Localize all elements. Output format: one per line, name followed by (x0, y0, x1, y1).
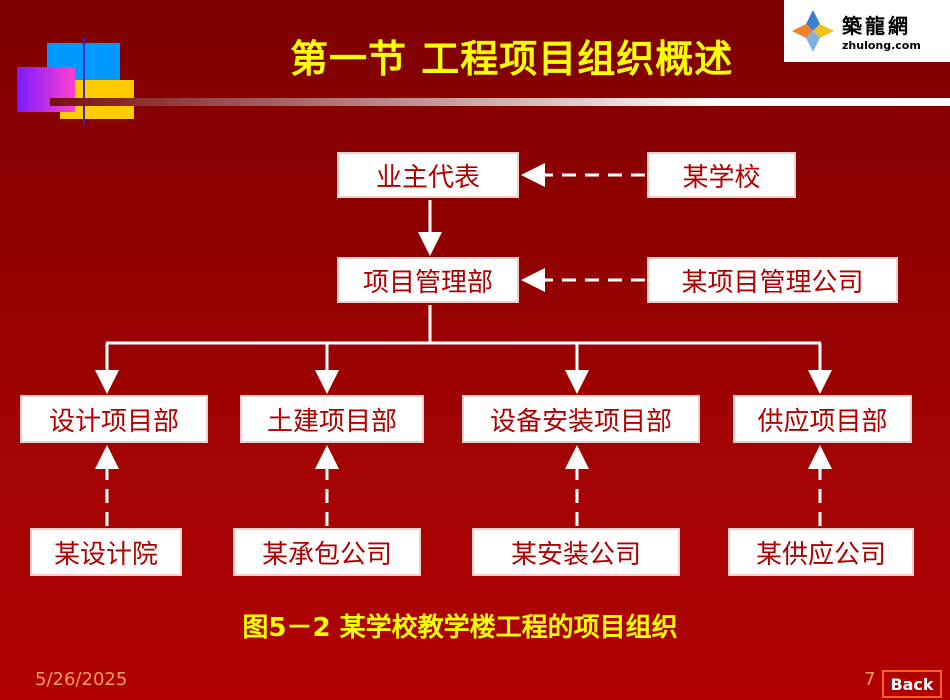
box-pm-dept: 项目管理部 (337, 257, 519, 303)
box-contractor: 某承包公司 (233, 528, 421, 576)
box-design-institute: 某设计院 (30, 528, 182, 576)
slide-date: 5/26/2025 (35, 669, 128, 690)
logo-icon (792, 10, 834, 52)
page-number: 7 (864, 669, 876, 690)
logo-text: 築龍網 (842, 14, 911, 38)
slide-title: 第一节 工程项目组织概述 (290, 37, 734, 81)
box-install-dept: 设备安装项目部 (462, 395, 700, 443)
box-school: 某学校 (647, 152, 796, 198)
box-install-company: 某安装公司 (472, 528, 680, 576)
figure-caption: 图5－2 某学校教学楼工程的项目组织 (242, 613, 678, 643)
back-button[interactable]: Back (882, 670, 942, 698)
box-supply-dept: 供应项目部 (733, 395, 912, 443)
box-owner-rep: 业主代表 (337, 152, 519, 198)
box-design-dept: 设计项目部 (20, 395, 208, 443)
title-underline (50, 98, 950, 106)
box-pm-company: 某项目管理公司 (647, 257, 898, 303)
box-supply-company: 某供应公司 (728, 528, 914, 576)
box-civil-dept: 土建项目部 (240, 395, 424, 443)
logo-url: zhulong.com (842, 39, 921, 52)
